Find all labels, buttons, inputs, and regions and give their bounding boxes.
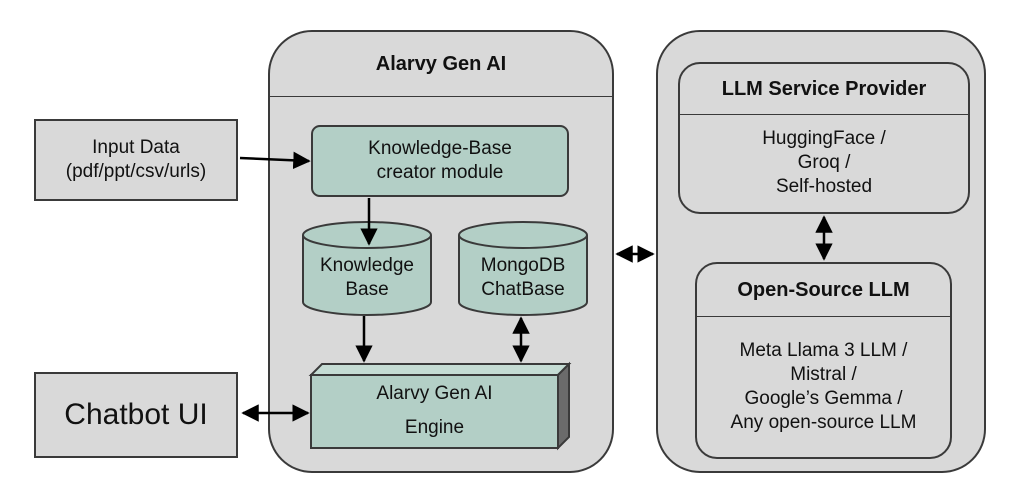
engine-label: Alarvy Gen AI Engine bbox=[311, 376, 558, 446]
llm-item: Mistral / bbox=[790, 364, 857, 385]
open-source-llm-box: Open-Source LLM Meta Llama 3 LLM / Mistr… bbox=[695, 262, 952, 459]
kb-creator-line2: creator module bbox=[376, 162, 504, 183]
llm-item: Any open-source LLM bbox=[730, 412, 917, 433]
alarvy-panel-title: Alarvy Gen AI bbox=[375, 52, 507, 75]
kb-creator-line1: Knowledge-Base bbox=[368, 138, 512, 159]
llm-service-provider-header: LLM Service Provider bbox=[680, 64, 968, 115]
llm-service-provider-title: LLM Service Provider bbox=[721, 77, 927, 100]
input-data-label: Input Data bbox=[92, 137, 180, 158]
llm-service-provider-list: HuggingFace / Groq / Self-hosted bbox=[680, 115, 968, 211]
chatbot-ui-box: Chatbot UI bbox=[34, 372, 238, 458]
arrow-input-to-kb-creator bbox=[239, 151, 311, 170]
alarvy-panel-header: Alarvy Gen AI bbox=[270, 32, 612, 97]
engine-line2: Engine bbox=[404, 417, 465, 438]
knowledge-base-line1: Knowledge bbox=[319, 255, 415, 276]
open-source-llm-header: Open-Source LLM bbox=[697, 264, 950, 317]
input-data-box: Input Data (pdf/ppt/csv/urls) bbox=[34, 119, 238, 201]
knowledge-base-label: Knowledge Base bbox=[303, 248, 431, 308]
input-data-formats: (pdf/ppt/csv/urls) bbox=[65, 161, 207, 182]
llm-item: Meta Llama 3 LLM / bbox=[739, 340, 908, 361]
provider-item: HuggingFace / bbox=[762, 128, 886, 149]
open-source-llm-title: Open-Source LLM bbox=[737, 278, 910, 301]
provider-item: Groq / bbox=[797, 152, 851, 173]
open-source-llm-list: Meta Llama 3 LLM / Mistral / Google’s Ge… bbox=[697, 317, 950, 457]
llm-item: Google’s Gemma / bbox=[744, 388, 903, 409]
mongodb-line1: MongoDB bbox=[480, 255, 566, 276]
chatbot-ui-label: Chatbot UI bbox=[64, 398, 208, 431]
mongodb-cylinder bbox=[458, 221, 588, 316]
mongodb-label: MongoDB ChatBase bbox=[459, 248, 587, 308]
engine-line1: Alarvy Gen AI bbox=[376, 383, 493, 404]
llm-service-provider-box: LLM Service Provider HuggingFace / Groq … bbox=[678, 62, 970, 214]
kb-creator-module: Knowledge-Base creator module bbox=[311, 125, 569, 197]
provider-item: Self-hosted bbox=[775, 176, 873, 197]
mongodb-line2: ChatBase bbox=[481, 279, 565, 300]
knowledge-base-line2: Base bbox=[345, 279, 389, 300]
engine-box bbox=[308, 361, 572, 451]
